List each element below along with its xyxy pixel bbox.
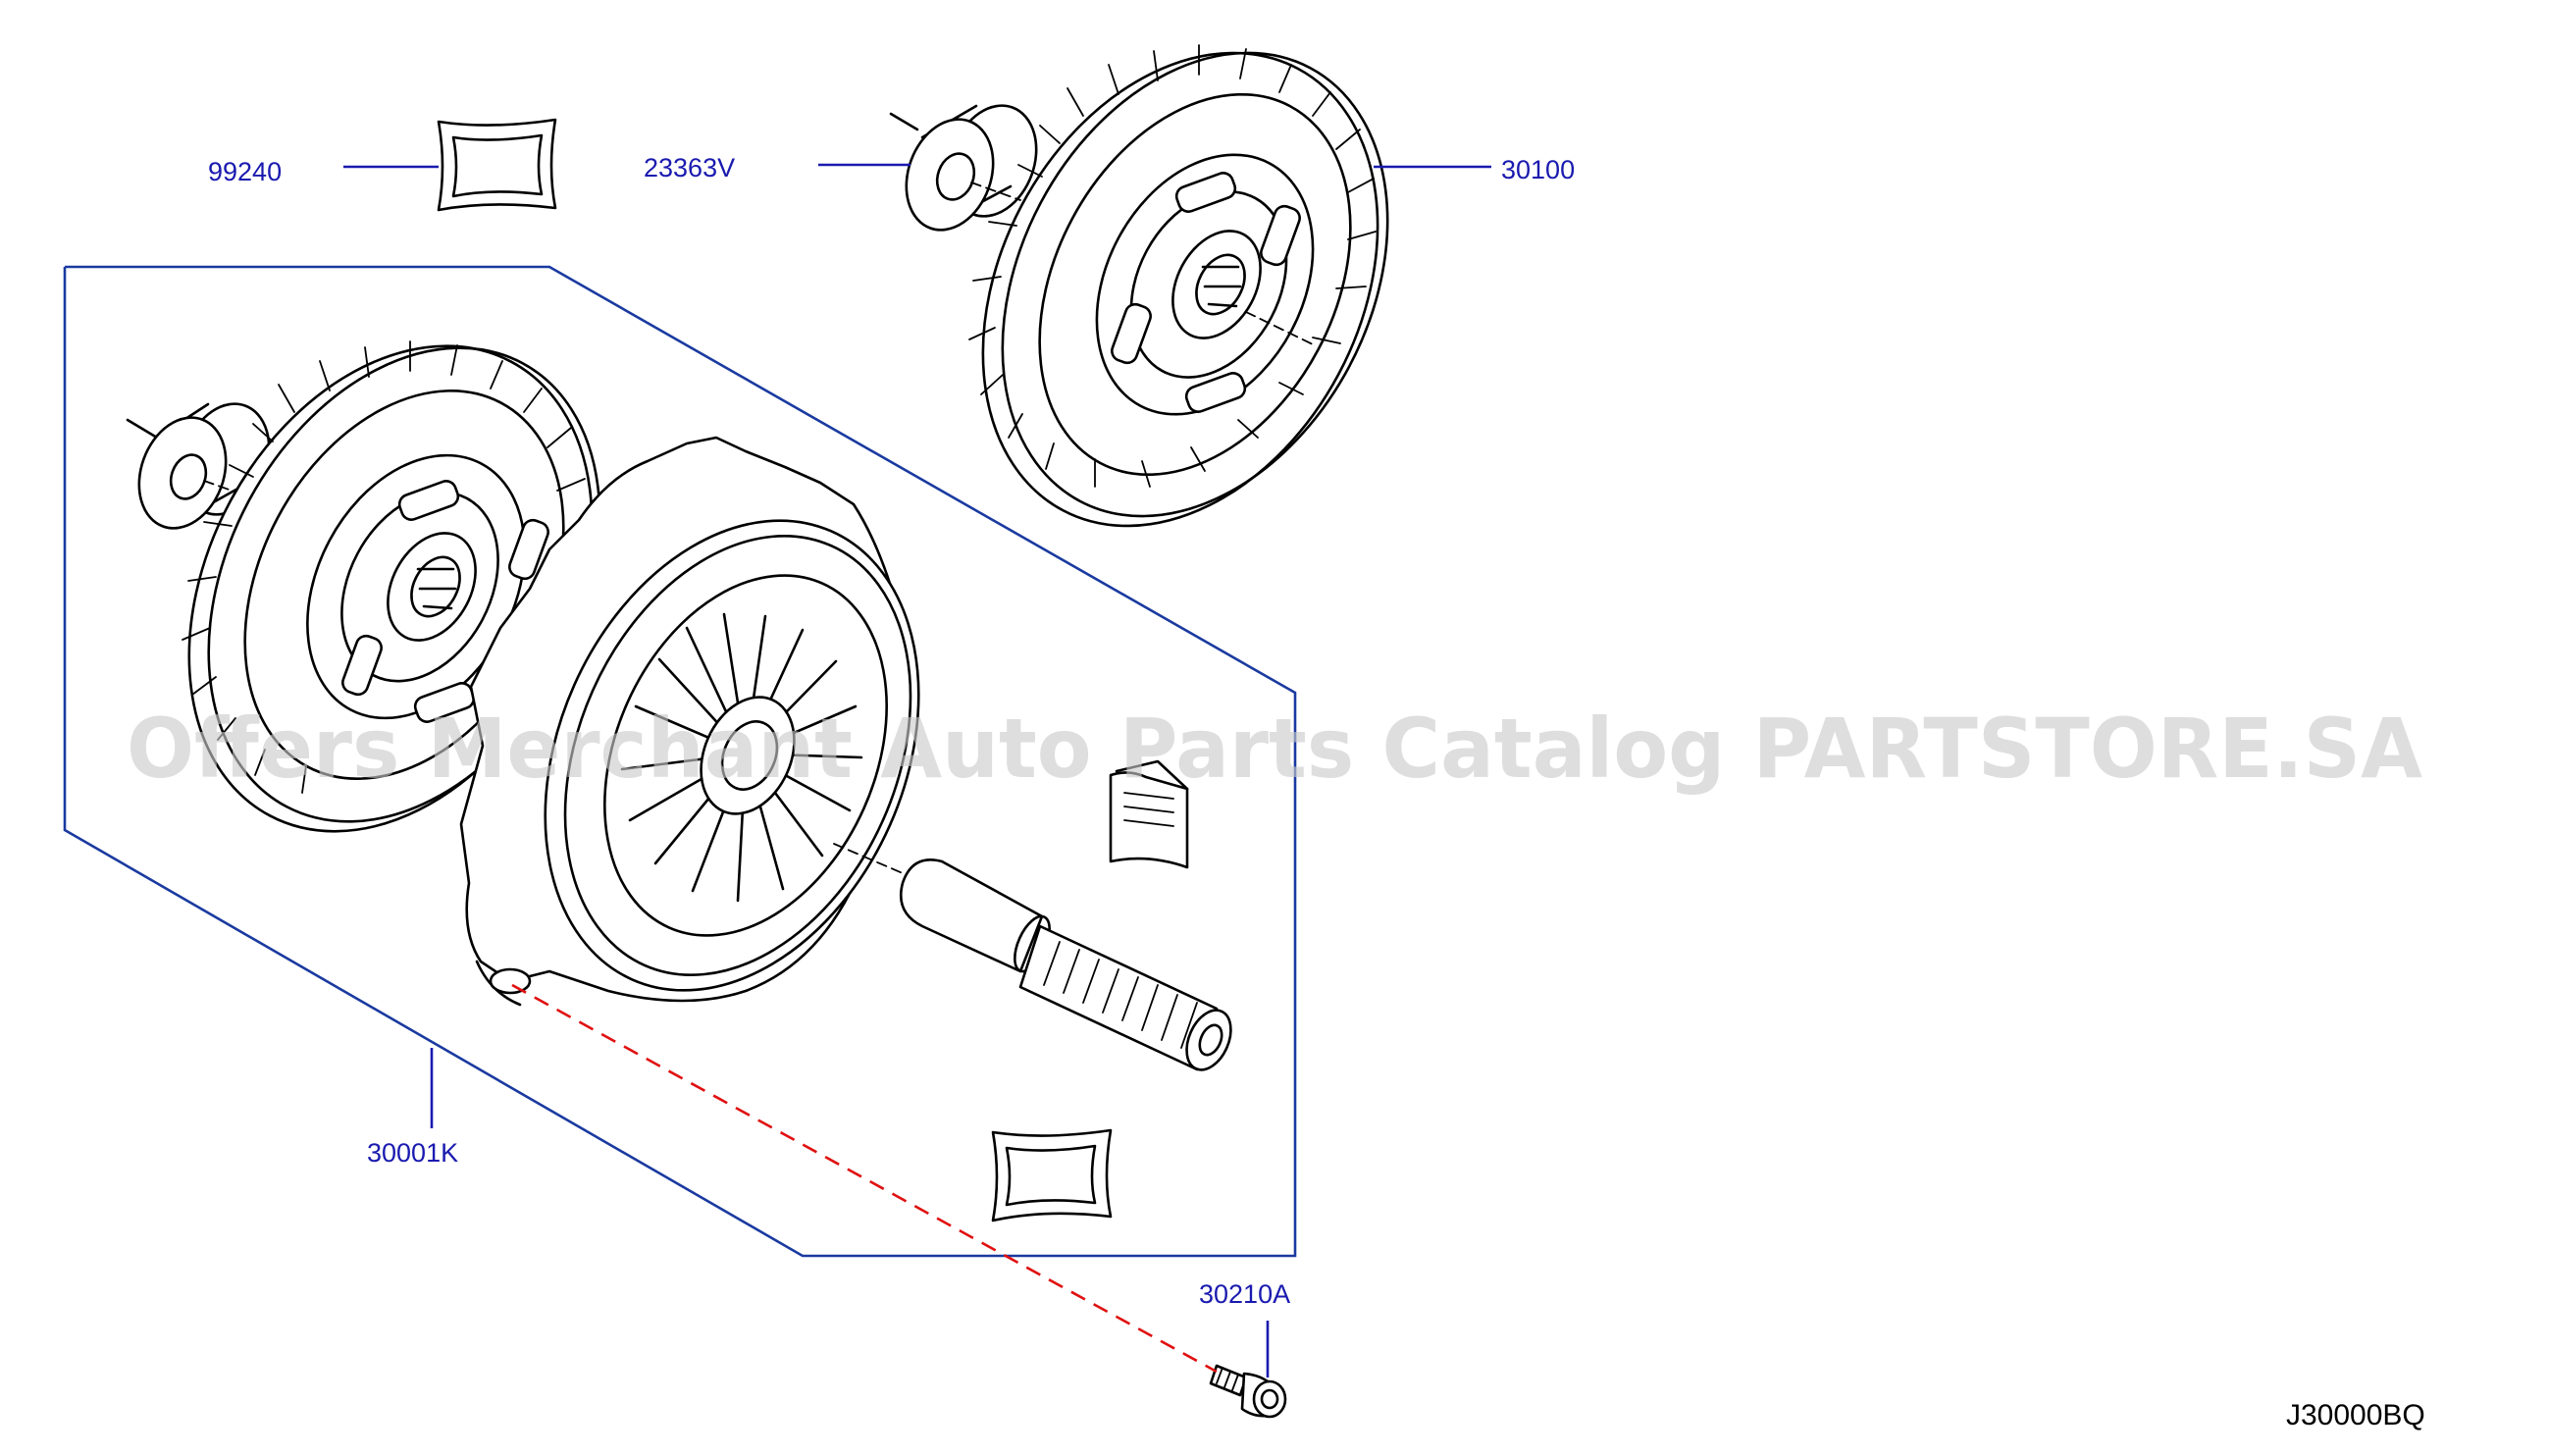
clutch-disc-icon — [968, 44, 1389, 528]
release-bearing-icon — [889, 104, 1038, 232]
kit-alignment-tool-icon — [833, 843, 1232, 1071]
diagram-code: J30000BQ — [2286, 1399, 2425, 1431]
grease-packet-icon — [437, 118, 557, 212]
line-art — [126, 44, 1389, 1419]
callout-30001K: 30001K — [367, 1138, 458, 1168]
dashed-leader-bolt — [511, 983, 1218, 1374]
kit-clutch-cover-icon — [459, 436, 920, 1007]
kit-frame — [63, 265, 1297, 1258]
kit-instruction-booklet-icon — [1109, 759, 1189, 869]
kit-grease-packet-icon — [991, 1128, 1113, 1222]
watermark: Offers Merchant Auto Parts Catalog PARTS… — [127, 701, 2422, 797]
bolt-icon — [1209, 1364, 1287, 1419]
callout-30100: 30100 — [1501, 155, 1575, 184]
callout-99240: 99240 — [208, 157, 282, 186]
callout-30210A: 30210A — [1199, 1279, 1290, 1309]
leader-lines — [343, 163, 1491, 1378]
callouts: 99240 23363V 30100 30001K 30210A — [208, 153, 1575, 1309]
callout-23363V: 23363V — [644, 153, 735, 182]
